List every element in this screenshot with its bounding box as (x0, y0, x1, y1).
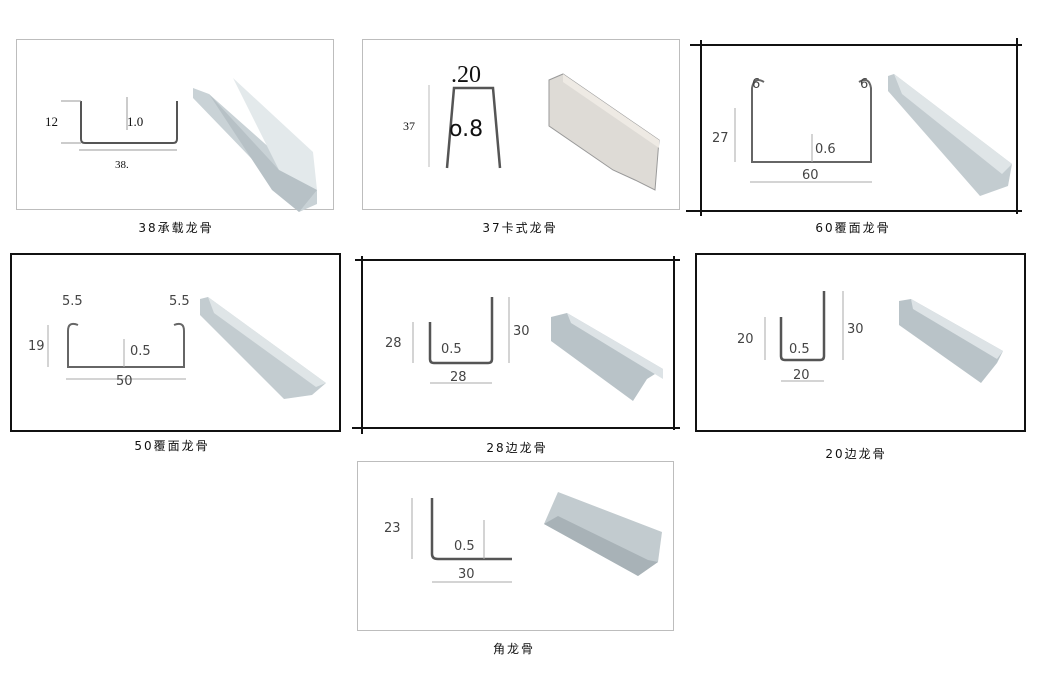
caption-38-main-keel: 38承载龙骨 (138, 221, 214, 235)
svg-text:0.6: 0.6 (815, 142, 836, 157)
profile-drawing: 5.5 5.5 19 0.5 50 (28, 294, 326, 399)
svg-text:27: 27 (712, 131, 729, 146)
svg-text:6: 6 (860, 77, 868, 92)
svg-text:30: 30 (847, 322, 864, 337)
svg-text:30: 30 (458, 567, 475, 582)
profile-drawing: 23 0.5 30 (384, 492, 662, 583)
svg-text:5.5: 5.5 (62, 294, 83, 309)
caption-20-edge-keel: 20边龙骨 (825, 447, 887, 461)
caption-angle-keel: 角龙骨 (492, 642, 536, 656)
svg-text:19: 19 (28, 339, 45, 354)
profile-panel-20-edge-keel: 20 30 0.5 20 (695, 253, 1026, 432)
profile-panel-angle-keel: 23 0.5 30 (357, 461, 674, 631)
svg-text:20: 20 (793, 368, 810, 383)
svg-text:0.5: 0.5 (441, 342, 462, 357)
profile-drawing: 28 30 0.5 28 (385, 297, 663, 401)
svg-text:12: 12 (45, 114, 58, 129)
svg-text:0.5: 0.5 (130, 344, 151, 359)
svg-text:60: 60 (802, 168, 819, 183)
svg-text:6: 6 (752, 77, 760, 92)
profile-panel-28-edge-keel: 28 30 0.5 28 (363, 261, 673, 427)
svg-text:20: 20 (737, 332, 754, 347)
svg-text:28: 28 (450, 370, 467, 385)
profile-drawing: 12 1.0 38. (45, 78, 317, 212)
svg-text:50: 50 (116, 374, 133, 389)
svg-text:30: 30 (513, 324, 530, 339)
svg-text:28: 28 (385, 336, 402, 351)
svg-text:37: 37 (403, 119, 415, 133)
caption-50-cover-keel: 50覆面龙骨 (134, 439, 210, 453)
svg-text:0.5: 0.5 (454, 539, 475, 554)
profile-drawing: 20 30 0.5 20 (737, 291, 1003, 383)
svg-text:5.5: 5.5 (169, 294, 190, 309)
profile-drawing: 6 6 27 0.6 60 (712, 74, 1012, 196)
svg-text:.20: .20 (451, 62, 481, 88)
svg-text:o.8: o.8 (449, 117, 483, 142)
svg-text:23: 23 (384, 521, 401, 536)
svg-text:0.5: 0.5 (789, 342, 810, 357)
caption-28-edge-keel: 28边龙骨 (486, 441, 548, 455)
caption-37-clip-keel: 37卡式龙骨 (482, 221, 558, 235)
profile-panel-50-cover-keel: 5.5 5.5 19 0.5 50 (10, 253, 341, 432)
profile-panel-38-main-keel: 12 1.0 38. (16, 39, 334, 212)
svg-text:38.: 38. (115, 159, 129, 171)
profile-drawing: .20 37 o.8 (403, 62, 660, 191)
caption-60-cover-keel: 60覆面龙骨 (815, 221, 891, 235)
profile-panel-37-clip-keel: .20 37 o.8 (362, 39, 680, 210)
svg-text:1.0: 1.0 (127, 114, 143, 129)
profile-panel-60-cover-keel: 6 6 27 0.6 60 (702, 46, 1016, 210)
